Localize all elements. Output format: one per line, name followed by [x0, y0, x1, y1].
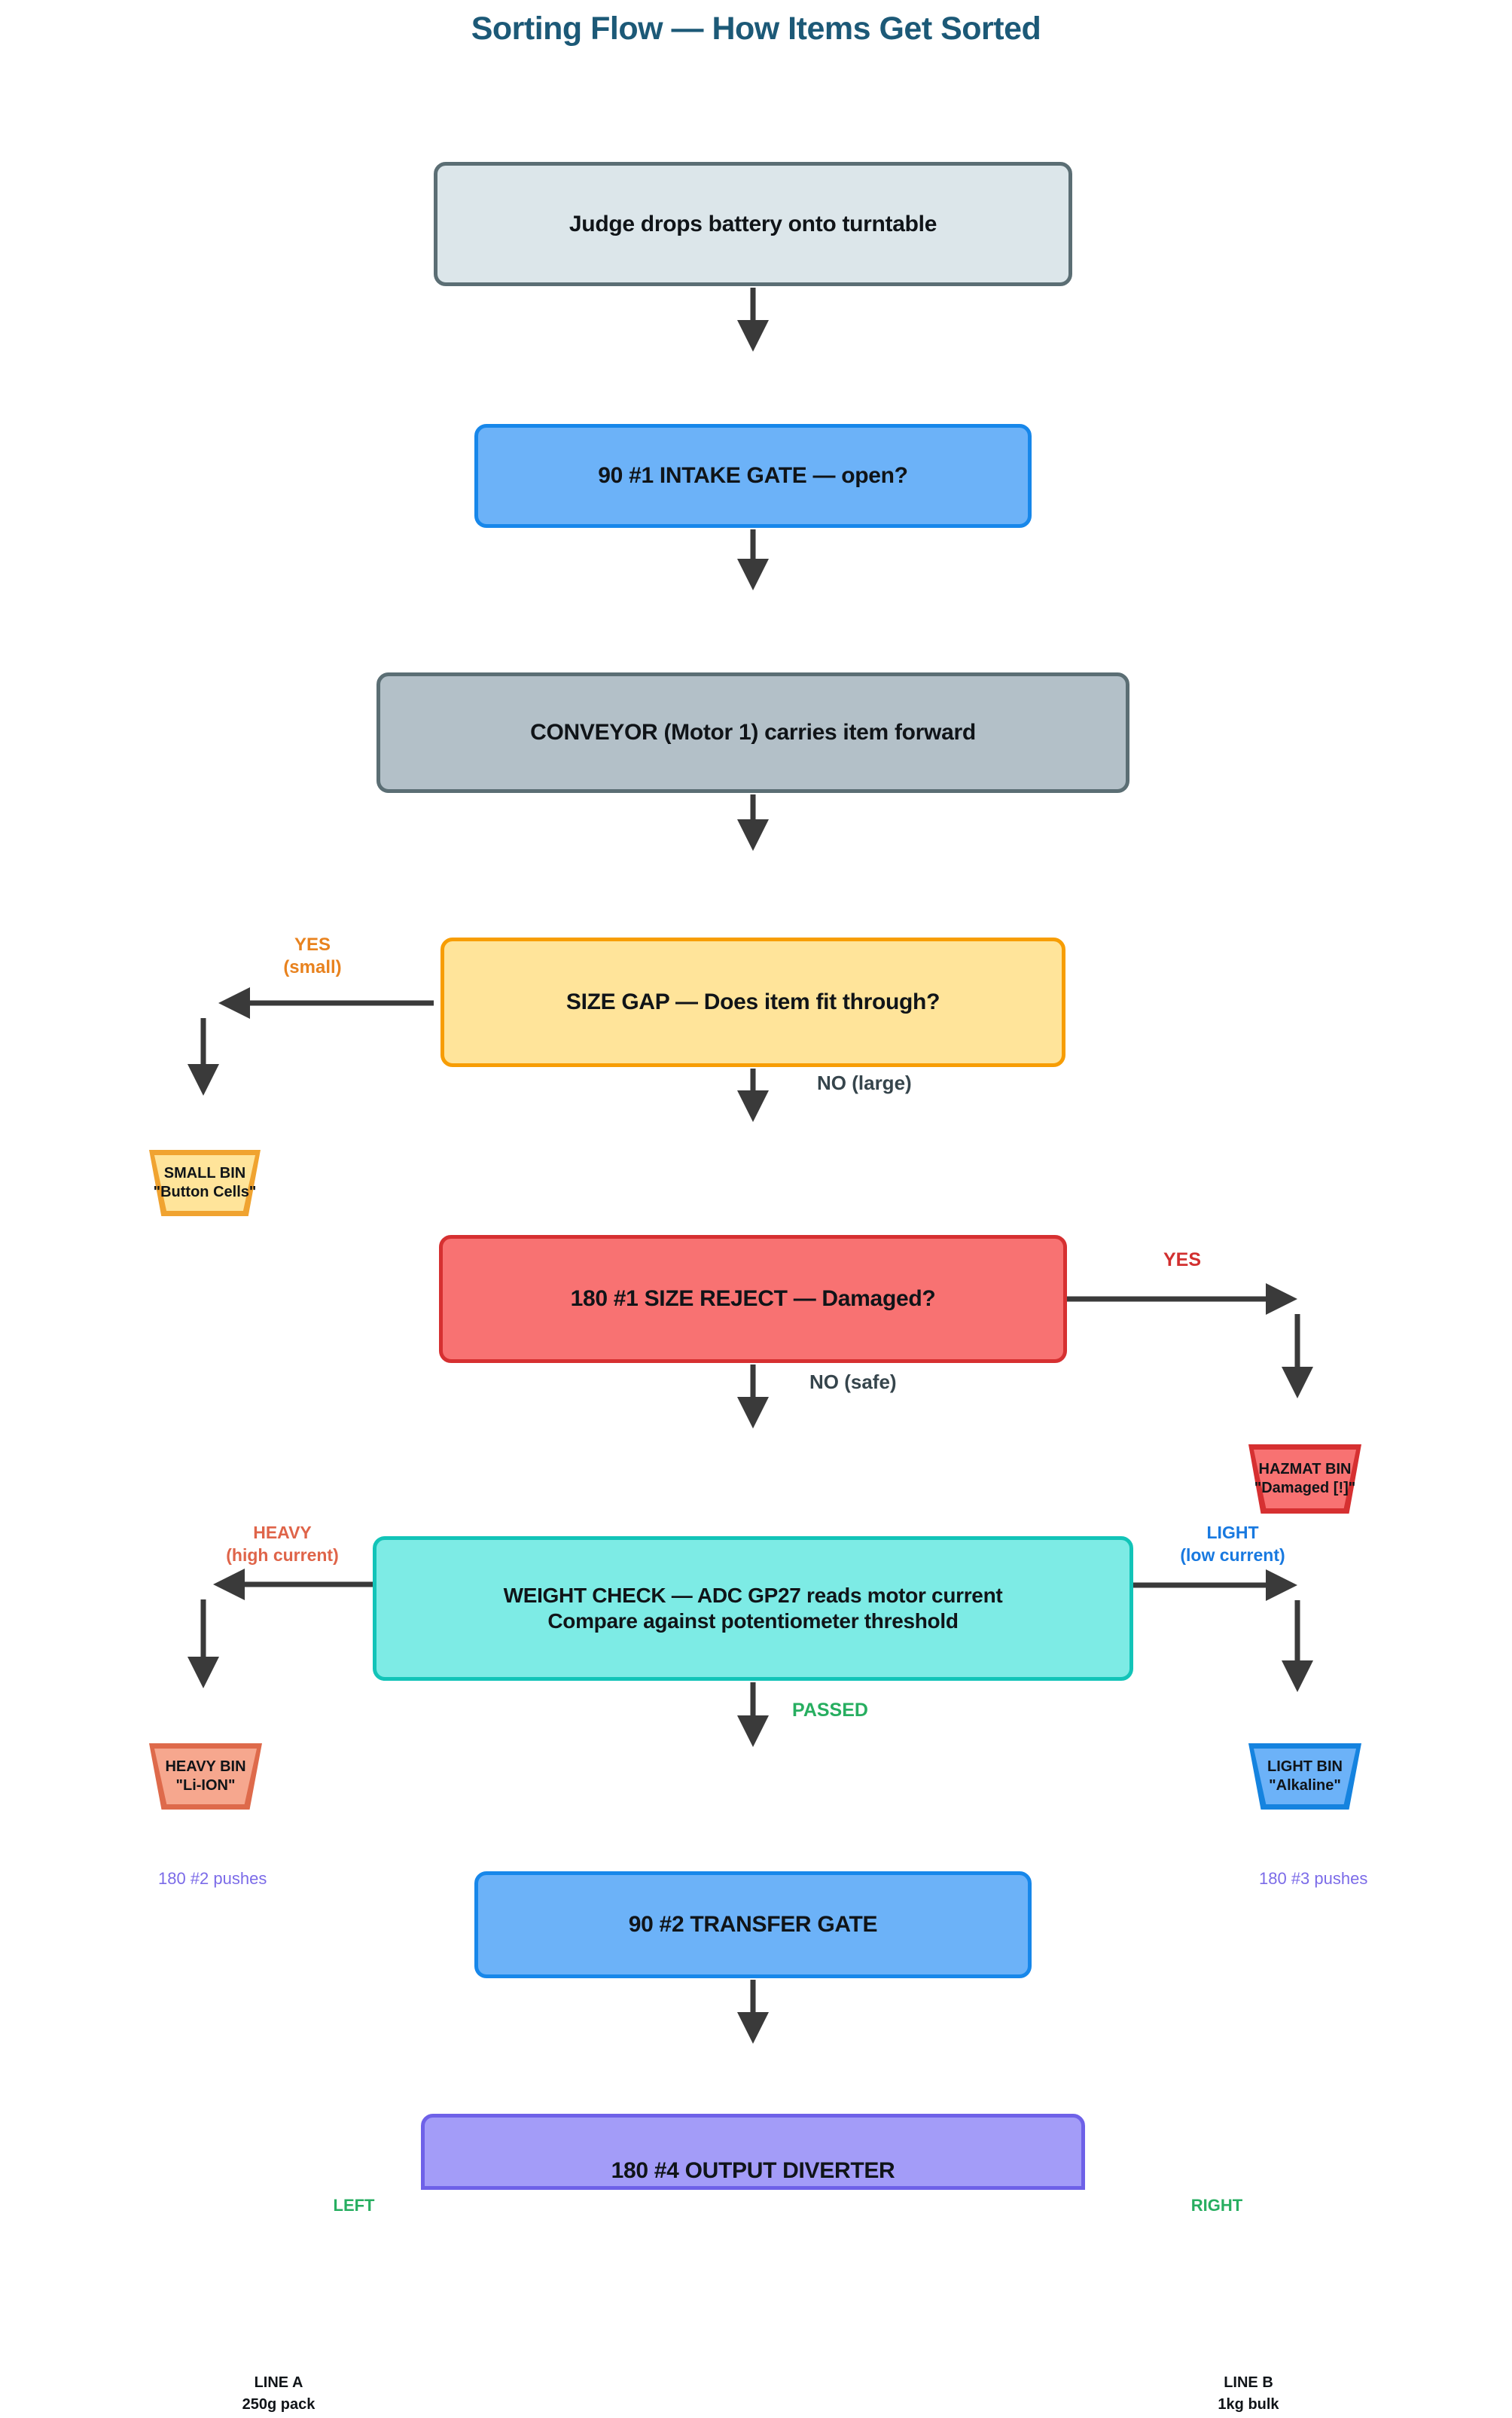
output-line-b: LINE B 1kg bulk [1181, 2372, 1316, 2416]
node-intake-gate-label: 90 #1 INTAKE GATE — open? [598, 463, 908, 488]
output-line-a: LINE A 250g pack [211, 2372, 346, 2416]
bin-light-line2: "Alkaline" [1269, 1777, 1341, 1794]
bin-heavy-fill [154, 1749, 257, 1804]
edge-label-divert-right: RIGHT [1190, 2196, 1243, 2215]
bin-hazmat-line1: HAZMAT BIN [1258, 1461, 1352, 1477]
bin-light-fill [1254, 1749, 1356, 1804]
page-title: Sorting Flow — How Items Get Sorted [471, 11, 1041, 47]
node-conveyor: CONVEYOR (Motor 1) carries item forward [376, 672, 1129, 793]
bin-hazmat-label: HAZMAT BIN "Damaged [!]" [1248, 1444, 1361, 1514]
node-output-diverter: 180 #4 OUTPUT DIVERTER [421, 2114, 1085, 2190]
edge-label-heavy: HEAVY (high current) [207, 1521, 358, 1566]
node-start-label: Judge drops battery onto turntable [569, 211, 937, 236]
edge-label-pusher-right: 180 #3 pushes [1259, 1869, 1368, 1888]
weight-check-line2: Compare against potentiometer threshold [547, 1609, 959, 1633]
node-start: Judge drops battery onto turntable [434, 162, 1072, 286]
bin-hazmat-line2: "Damaged [!]" [1254, 1480, 1356, 1496]
bin-light: LIGHT BIN "Alkaline" [1248, 1743, 1361, 1810]
bin-heavy: HEAVY BIN "Li-ION" [149, 1743, 262, 1810]
edge-label-light: LIGHT (low current) [1157, 1521, 1308, 1566]
edge-label-passed: PASSED [792, 1700, 868, 1721]
edge-label-size-yes-line1: YES [294, 935, 331, 955]
edge-label-size-no: NO (large) [817, 1072, 912, 1094]
bin-heavy-line2: "Li-ION" [175, 1777, 236, 1794]
node-transfer-gate-label: 90 #2 TRANSFER GATE [628, 1912, 878, 1937]
node-output-diverter-label: 180 #4 OUTPUT DIVERTER [611, 2158, 895, 2183]
edge-label-reject-no: NO (safe) [809, 1371, 897, 1393]
edge-label-size-yes-line2: (small) [283, 957, 342, 977]
bin-heavy-line1: HEAVY BIN [165, 1758, 246, 1775]
output-line-b-line1: LINE B [1224, 2374, 1273, 2391]
weight-check-line1: WEIGHT CHECK — ADC GP27 reads motor curr… [503, 1584, 1003, 1608]
bin-small-line2: "Button Cells" [153, 1184, 257, 1200]
node-weight-check: WEIGHT CHECK — ADC GP27 reads motor curr… [373, 1536, 1133, 1681]
node-transfer-gate: 90 #2 TRANSFER GATE [474, 1871, 1032, 1978]
bin-small-line1: SMALL BIN [163, 1165, 246, 1182]
node-size-reject-label: 180 #1 SIZE REJECT — Damaged? [570, 1286, 936, 1311]
bin-hazmat-fill [1254, 1450, 1356, 1508]
edge-label-light-line2: (low current) [1180, 1545, 1285, 1565]
bin-heavy-label: HEAVY BIN "Li-ION" [149, 1743, 262, 1810]
node-intake-gate: 90 #1 INTAKE GATE — open? [474, 424, 1032, 528]
edge-label-divert-left: LEFT [333, 2196, 375, 2215]
bin-small-label: SMALL BIN "Button Cells" [149, 1150, 261, 1216]
output-line-a-line1: LINE A [254, 2374, 303, 2391]
bin-light-line1: LIGHT BIN [1267, 1758, 1343, 1775]
node-size-reject: 180 #1 SIZE REJECT — Damaged? [439, 1235, 1067, 1363]
output-line-b-line2: 1kg bulk [1218, 2396, 1279, 2413]
node-size-gap-label: SIZE GAP — Does item fit through? [565, 989, 940, 1014]
node-size-gap: SIZE GAP — Does item fit through? [440, 938, 1065, 1067]
node-weight-check-label: WEIGHT CHECK — ADC GP27 reads motor curr… [504, 1583, 1003, 1633]
edge-label-reject-yes: YES [1163, 1249, 1202, 1270]
edge-label-pusher-left: 180 #2 pushes [158, 1869, 267, 1888]
output-line-a-line2: 250g pack [242, 2396, 316, 2413]
bin-light-label: LIGHT BIN "Alkaline" [1248, 1743, 1361, 1810]
edge-label-heavy-line2: (high current) [226, 1545, 339, 1565]
node-conveyor-label: CONVEYOR (Motor 1) carries item forward [530, 720, 976, 745]
bin-small: SMALL BIN "Button Cells" [149, 1150, 261, 1216]
edge-label-size-yes: YES (small) [248, 934, 376, 979]
edge-label-heavy-line1: HEAVY [253, 1523, 312, 1542]
bin-hazmat: HAZMAT BIN "Damaged [!]" [1248, 1444, 1361, 1514]
bin-small-fill [154, 1155, 255, 1211]
edge-label-light-line1: LIGHT [1206, 1523, 1259, 1542]
